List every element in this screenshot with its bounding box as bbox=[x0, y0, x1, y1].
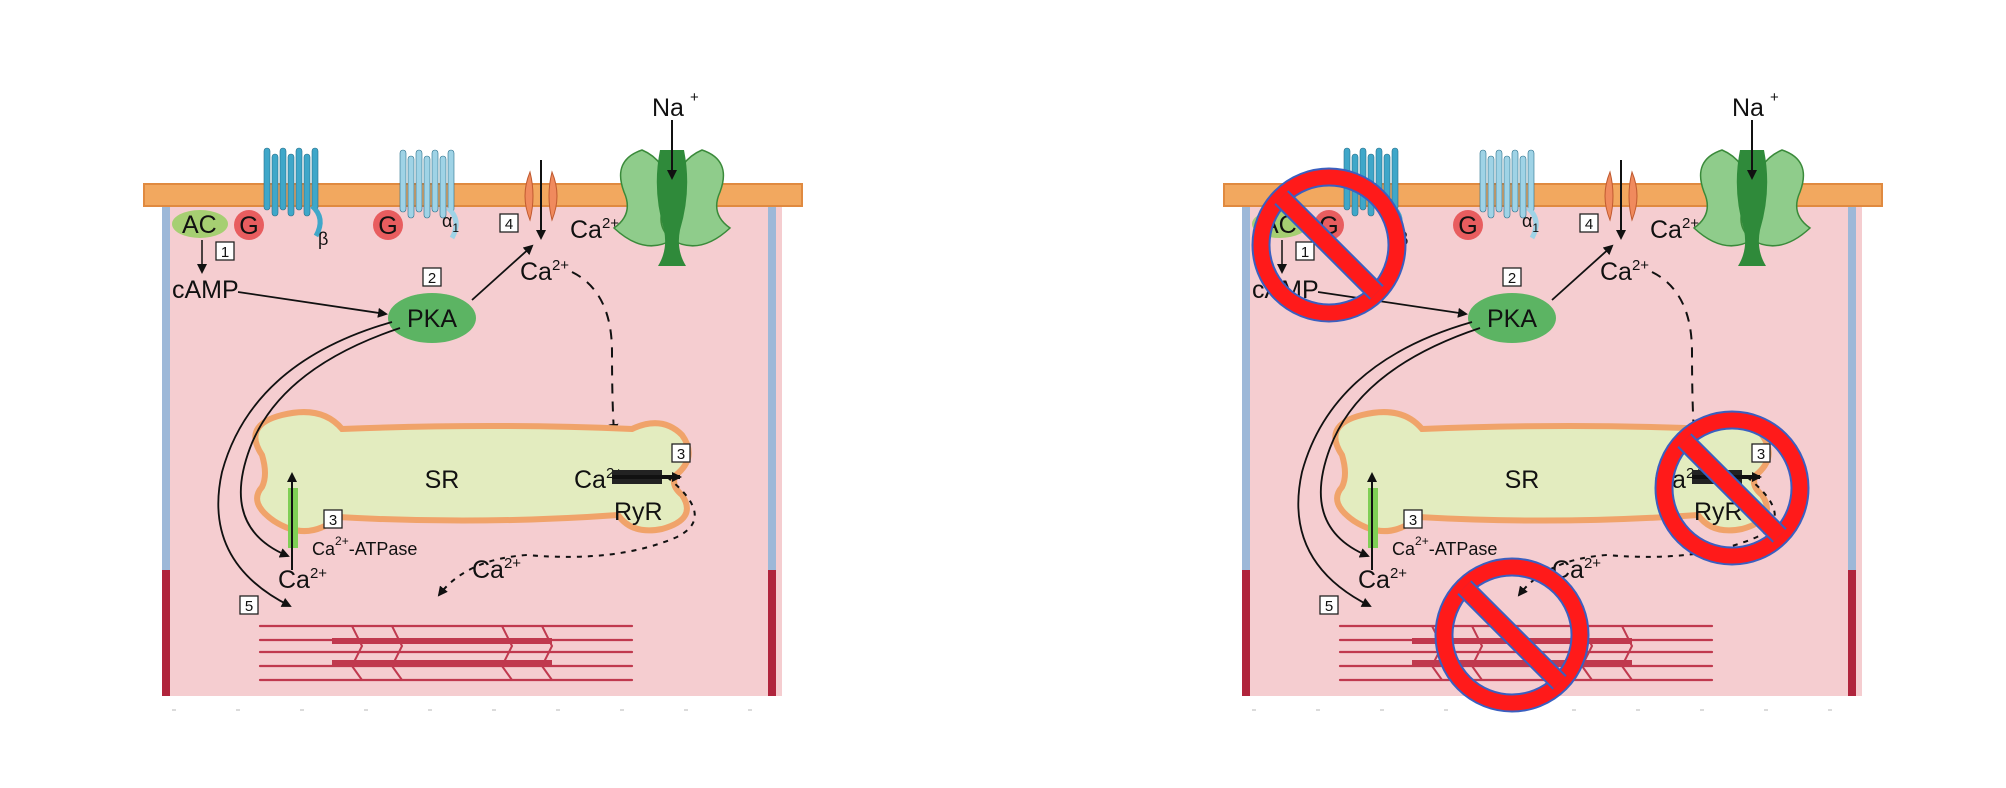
cell-wall-left bbox=[162, 200, 170, 570]
step-4-label: 4 bbox=[505, 216, 513, 233]
pka-to-myofilament-arrow bbox=[217, 321, 393, 607]
g-protein-beta bbox=[234, 210, 264, 240]
ca-extracellular-label: Ca2+ bbox=[1650, 215, 1699, 244]
step-4-label: 4 bbox=[1585, 216, 1593, 233]
panel-normal: ACGβGα1Ca2+4Na+Ca2+1cAMPPKA2SRCa2+RyR33C… bbox=[143, 89, 803, 711]
alpha1-receptor bbox=[399, 149, 459, 240]
step-1-label: 1 bbox=[1301, 244, 1309, 261]
pka-label: PKA bbox=[407, 305, 457, 333]
camp-to-pka-arrow bbox=[1317, 291, 1468, 318]
step-2-label: 2 bbox=[1508, 270, 1516, 287]
alpha1-receptor bbox=[1479, 149, 1539, 240]
cell-wall-left bbox=[1242, 200, 1250, 570]
camp-to-pka-arrow bbox=[237, 291, 388, 318]
step-1-label-box bbox=[215, 241, 235, 261]
ca-cytosolic-label: Ca2+ bbox=[278, 565, 327, 594]
cell-wall-right-lower bbox=[1848, 570, 1856, 696]
g-label-beta: G bbox=[239, 212, 258, 240]
sodium-charge-label: + bbox=[690, 89, 699, 106]
pka-to-channel-arrow bbox=[471, 244, 534, 301]
g-label-alpha: G bbox=[378, 212, 397, 240]
protein-kinase-a bbox=[1468, 293, 1556, 343]
ca-intracellular-label: Ca2+ bbox=[520, 257, 569, 286]
sodium-channel bbox=[612, 149, 732, 266]
g-label-alpha: G bbox=[1458, 212, 1477, 240]
l-type-calcium-channel bbox=[1604, 170, 1638, 222]
step-1-label-box bbox=[1295, 241, 1315, 261]
pka-to-serca-arrow bbox=[239, 327, 401, 558]
step-3-ryr-label-box bbox=[1751, 443, 1771, 463]
g-protein-alpha bbox=[1453, 210, 1483, 240]
step-4-label-box bbox=[1579, 213, 1599, 233]
sodium-label: Na bbox=[1732, 94, 1764, 122]
step-3-serca-label: 3 bbox=[1409, 512, 1417, 529]
no-sign-myofilaments bbox=[1434, 557, 1590, 713]
step-2-label-box bbox=[1502, 267, 1522, 287]
cell-wall-right-lower bbox=[768, 570, 776, 696]
pka-to-myofilament-arrow bbox=[1297, 321, 1473, 607]
cell-wall-right bbox=[768, 200, 776, 570]
step-3-ryr-label: 3 bbox=[1757, 446, 1765, 463]
pka-to-serca-arrow bbox=[1319, 327, 1481, 558]
cell-wall-left-lower bbox=[162, 570, 170, 696]
ca-extracellular-label: Ca2+ bbox=[570, 215, 619, 244]
step-2-label-box bbox=[422, 267, 442, 287]
step-3-serca-label-box bbox=[1403, 509, 1423, 529]
step-5-label: 5 bbox=[1325, 598, 1333, 615]
step-5-label-box bbox=[1319, 595, 1339, 615]
cell-wall-right bbox=[1848, 200, 1856, 570]
ca-intracellular-label: Ca2+ bbox=[1600, 257, 1649, 286]
sodium-channel bbox=[1692, 149, 1812, 266]
step-3-serca-label-box bbox=[323, 509, 343, 529]
panel-blocked: ACGβGα1Ca2+4Na+Ca2+1cAMPPKA2SRCa2+RyR33C… bbox=[1223, 89, 1883, 713]
g-protein-alpha bbox=[373, 210, 403, 240]
cell-wall-left-lower bbox=[1242, 570, 1250, 696]
sodium-charge-label: + bbox=[1770, 89, 1779, 106]
protein-kinase-a bbox=[388, 293, 476, 343]
step-5-label-box bbox=[239, 595, 259, 615]
no-sign-beta-receptor bbox=[1251, 167, 1407, 323]
ryr-label: RyR bbox=[614, 498, 663, 526]
myofilaments bbox=[258, 624, 634, 682]
beta-label: β bbox=[318, 229, 328, 249]
sodium-label: Na bbox=[652, 94, 684, 122]
ca-atpase-label: Ca2+-ATPase bbox=[312, 534, 417, 559]
pka-to-channel-arrow bbox=[1551, 244, 1614, 301]
step-1-label: 1 bbox=[221, 244, 229, 261]
ca-released-label: Ca2+ bbox=[472, 555, 521, 584]
step-5-label: 5 bbox=[245, 598, 253, 615]
sr-label: SR bbox=[425, 466, 460, 494]
ca-cytosolic-label: Ca2+ bbox=[1358, 565, 1407, 594]
step-3-ryr-label-box bbox=[671, 443, 691, 463]
camp-label: cAMP bbox=[172, 276, 239, 304]
no-sign-ryanodine-receptor bbox=[1654, 410, 1810, 566]
ca-atpase-label: Ca2+-ATPase bbox=[1392, 534, 1497, 559]
step-3-serca-label: 3 bbox=[329, 512, 337, 529]
ca-released-label: Ca2+ bbox=[1552, 555, 1601, 584]
l-type-calcium-channel bbox=[524, 170, 558, 222]
calcium-trigger-arrow bbox=[1651, 271, 1699, 434]
step-4-label-box bbox=[499, 213, 519, 233]
step-3-ryr-label: 3 bbox=[677, 446, 685, 463]
beta-receptor bbox=[263, 147, 323, 238]
calcium-trigger-arrow bbox=[571, 271, 619, 434]
ac-label: AC bbox=[182, 211, 217, 239]
step-2-label: 2 bbox=[428, 270, 436, 287]
sr-label: SR bbox=[1505, 466, 1540, 494]
adenylyl-cyclase bbox=[172, 210, 228, 238]
pka-label: PKA bbox=[1487, 305, 1537, 333]
